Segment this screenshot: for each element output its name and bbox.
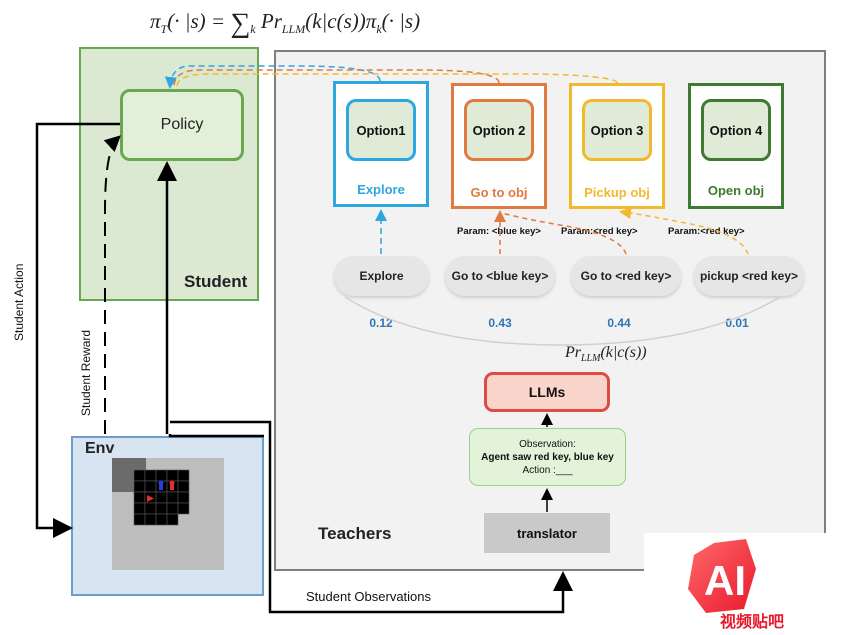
env-label: Env [85,440,115,457]
teachers-label: Teachers [318,524,392,543]
option-box-2: Option 2 [464,99,534,161]
param-label-1: Param: <blue key> [457,226,541,237]
observation-heading: Observation: [519,438,576,450]
llm-prob-formula: PrLLM(k|c(s)) [565,344,647,365]
student-reward-arrow [103,135,121,434]
option-card-4: Option 4 Open obj [688,83,784,209]
option-title-4: Option 4 [709,122,763,138]
student-observations-arrow [170,420,573,614]
option-title-1: Option1 [356,122,406,138]
observation-action: Action :___ [522,464,573,476]
action-label: Explore [359,269,404,283]
option-box-3: Option 3 [582,99,652,161]
observation-node: Observation: Agent saw red key, blue key… [469,428,626,486]
option-subtitle-3: Pickup obj [584,185,650,200]
option-card-2: Option 2 Go to obj [451,83,547,209]
student-label: Student [184,272,248,291]
watermark-logo: AI 视频贴吧 [644,533,844,635]
translator-node: translator [484,513,610,553]
action-label: pickup <red key> [699,269,799,283]
action-prob-1: 0.12 [369,316,393,330]
action-pill-goto-blue: Go to <blue key> [445,256,555,296]
observation-text: Agent saw red key, blue key [481,451,614,463]
policy-mixture-formula: πT(· |s) = ∑k PrLLM(k|c(s))πk(· |s) [150,8,421,39]
option-card-1: Option1 Explore [333,81,429,207]
option-title-2: Option 2 [472,122,526,138]
student-action-arrow [35,122,120,538]
student-reward-label: Student Reward [79,329,93,416]
policy-label: Policy [160,116,204,133]
param-label-2: Param:<red key> [561,226,638,237]
option-box-1: Option1 [346,99,416,161]
policy-node: Policy [120,89,244,161]
student-action-label: Student Action [12,263,26,341]
agent-triangle [147,495,154,502]
translator-label: translator [517,525,577,541]
option-subtitle-2: Go to obj [470,185,528,200]
action-prob-3: 0.44 [607,316,631,330]
action-pill-goto-red: Go to <red key> [571,256,681,296]
llms-label: LLMs [528,384,566,400]
action-label: Go to <red key> [580,269,672,283]
option-subtitle-4: Open obj [707,183,765,198]
action-label: Go to <blue key> [451,269,549,283]
option-subtitle-1: Explore [357,182,405,197]
svg-text:AI: AI [704,557,746,604]
env-gridworld-image [112,458,224,570]
option-card-3: Option 3 Pickup obj [569,83,665,209]
svg-text:视频贴吧: 视频贴吧 [720,612,784,631]
llms-node: LLMs [484,372,610,412]
option-title-3: Option 3 [590,122,644,138]
option-box-4: Option 4 [701,99,771,161]
action-pill-pickup-red: pickup <red key> [694,256,804,296]
param-label-3: Param:<red key> [668,226,745,237]
action-pill-explore: Explore [334,256,429,296]
action-prob-2: 0.43 [488,316,512,330]
student-observations-label: Student Observations [306,589,432,604]
